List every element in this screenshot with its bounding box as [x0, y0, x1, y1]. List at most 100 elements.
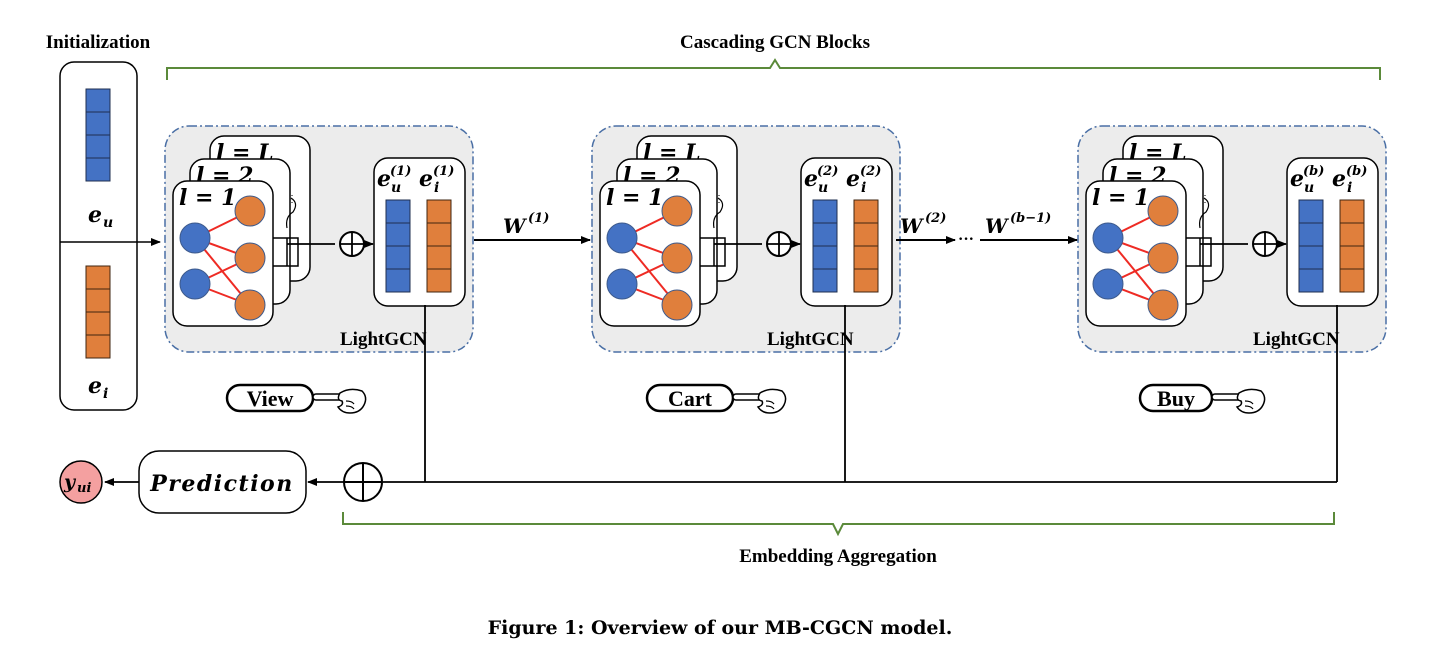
w1-label: W — [503, 214, 528, 238]
item-node — [661, 195, 693, 227]
block-user-vector-cell — [812, 199, 838, 224]
layer-dots: ⋮ — [1200, 194, 1210, 205]
user-node — [179, 268, 211, 300]
aggregation-title: Embedding Aggregation — [739, 546, 937, 567]
block-user-vector-cell — [385, 268, 411, 293]
block-item-vector-cell — [853, 245, 879, 270]
layer-dots: ⋮ — [714, 194, 724, 205]
ei-sub: i — [103, 386, 108, 402]
block-item-vector-cell — [1339, 268, 1365, 293]
block-eu-label: e — [1290, 166, 1304, 192]
block-item-vector-cell — [853, 268, 879, 293]
output-node — [59, 460, 103, 504]
layer-connector — [1186, 237, 1212, 267]
block-user-vector-cell — [385, 222, 411, 247]
wb-sup: (b−1) — [1010, 211, 1051, 226]
w2-label: W — [900, 214, 925, 238]
user-node — [1092, 268, 1124, 300]
block-title: LightGCN — [1253, 329, 1340, 350]
layer-dots: ⋮ — [287, 194, 297, 205]
cascading-brace — [166, 58, 1381, 80]
block-ei-label: e — [419, 166, 433, 192]
block-eu-sub: u — [818, 180, 828, 196]
item-embedding-vector — [85, 265, 111, 359]
user-embedding-vector — [85, 88, 111, 182]
block-user-vector-cell — [1298, 222, 1324, 247]
behavior-label: Buy — [1157, 386, 1195, 411]
block-user-vector-cell — [812, 268, 838, 293]
user-node — [179, 222, 211, 254]
block-item-vector-cell — [853, 199, 879, 224]
aggregation-sum-icon — [343, 462, 383, 502]
user-node — [606, 268, 638, 300]
w1-sup: (1) — [528, 211, 549, 226]
eu-label: e — [88, 202, 102, 228]
block-item-vector-cell — [1339, 245, 1365, 270]
loop-icon — [713, 197, 724, 229]
block-item-vector-cell — [853, 222, 879, 247]
block-ei-sub: i — [1347, 180, 1352, 196]
pointing-hand-icon — [312, 388, 367, 414]
initialization-panel: e u e i — [59, 61, 161, 411]
item-node — [234, 195, 266, 227]
block-eu-label: e — [804, 166, 818, 192]
item-node — [661, 242, 693, 274]
block-user-vector-cell — [1298, 199, 1324, 224]
layer-label: l = 1 — [179, 185, 236, 211]
block-user-vector-cell — [1298, 268, 1324, 293]
item-node — [234, 289, 266, 321]
block-item-vector-cell — [1339, 222, 1365, 247]
pointing-hand-icon — [732, 388, 787, 414]
block-title: LightGCN — [340, 329, 427, 350]
pointing-hand-icon — [1211, 388, 1266, 414]
block-ei-label: e — [1332, 166, 1346, 192]
block-user-vector-cell — [812, 222, 838, 247]
prediction-label: Prediction — [149, 471, 293, 497]
ei-label: e — [88, 373, 102, 399]
block-eu-sub: u — [391, 180, 401, 196]
block-item-vector-cell — [426, 268, 452, 293]
behavior-label: Cart — [668, 386, 713, 411]
layer-label: l = 1 — [606, 185, 663, 211]
block-ei-sup: (b) — [1346, 164, 1367, 179]
block-user-vector-cell — [1298, 245, 1324, 270]
block-ei-sup: (2) — [860, 164, 881, 179]
block-eu-sup: (1) — [390, 164, 411, 179]
cascading-title: Cascading GCN Blocks — [680, 32, 870, 53]
item-node — [1147, 195, 1179, 227]
block-ei-label: e — [846, 166, 860, 192]
output-sub: ui — [77, 481, 91, 496]
block-item-vector-cell — [426, 199, 452, 224]
item-node — [234, 242, 266, 274]
user-node — [606, 222, 638, 254]
figure-caption: Figure 1: Overview of our MB-CGCN model. — [488, 617, 953, 639]
wb-label: W — [985, 214, 1010, 238]
block-item-vector-cell — [426, 222, 452, 247]
block-item-vector-cell — [426, 245, 452, 270]
layer-label: l = 1 — [1092, 185, 1149, 211]
behavior-label: View — [247, 386, 294, 411]
loop-icon — [1199, 197, 1210, 229]
block-ei-sub: i — [434, 180, 439, 196]
ellipsis: ··· — [958, 231, 974, 248]
eu-sub: u — [103, 215, 113, 231]
block-user-vector-cell — [385, 199, 411, 224]
aggregation-lines — [383, 305, 1338, 483]
block-title: LightGCN — [767, 329, 854, 350]
user-node — [1092, 222, 1124, 254]
block-eu-sup: (b) — [1303, 164, 1324, 179]
layer-connector — [700, 237, 726, 267]
item-node — [1147, 242, 1179, 274]
item-node — [661, 289, 693, 321]
w2-sup: (2) — [925, 211, 946, 226]
block-eu-sup: (2) — [817, 164, 838, 179]
layer-connector — [273, 237, 299, 267]
block-eu-sub: u — [1304, 180, 1314, 196]
block-ei-sup: (1) — [433, 164, 454, 179]
initialization-title: Initialization — [46, 32, 151, 53]
loop-icon — [286, 197, 297, 229]
